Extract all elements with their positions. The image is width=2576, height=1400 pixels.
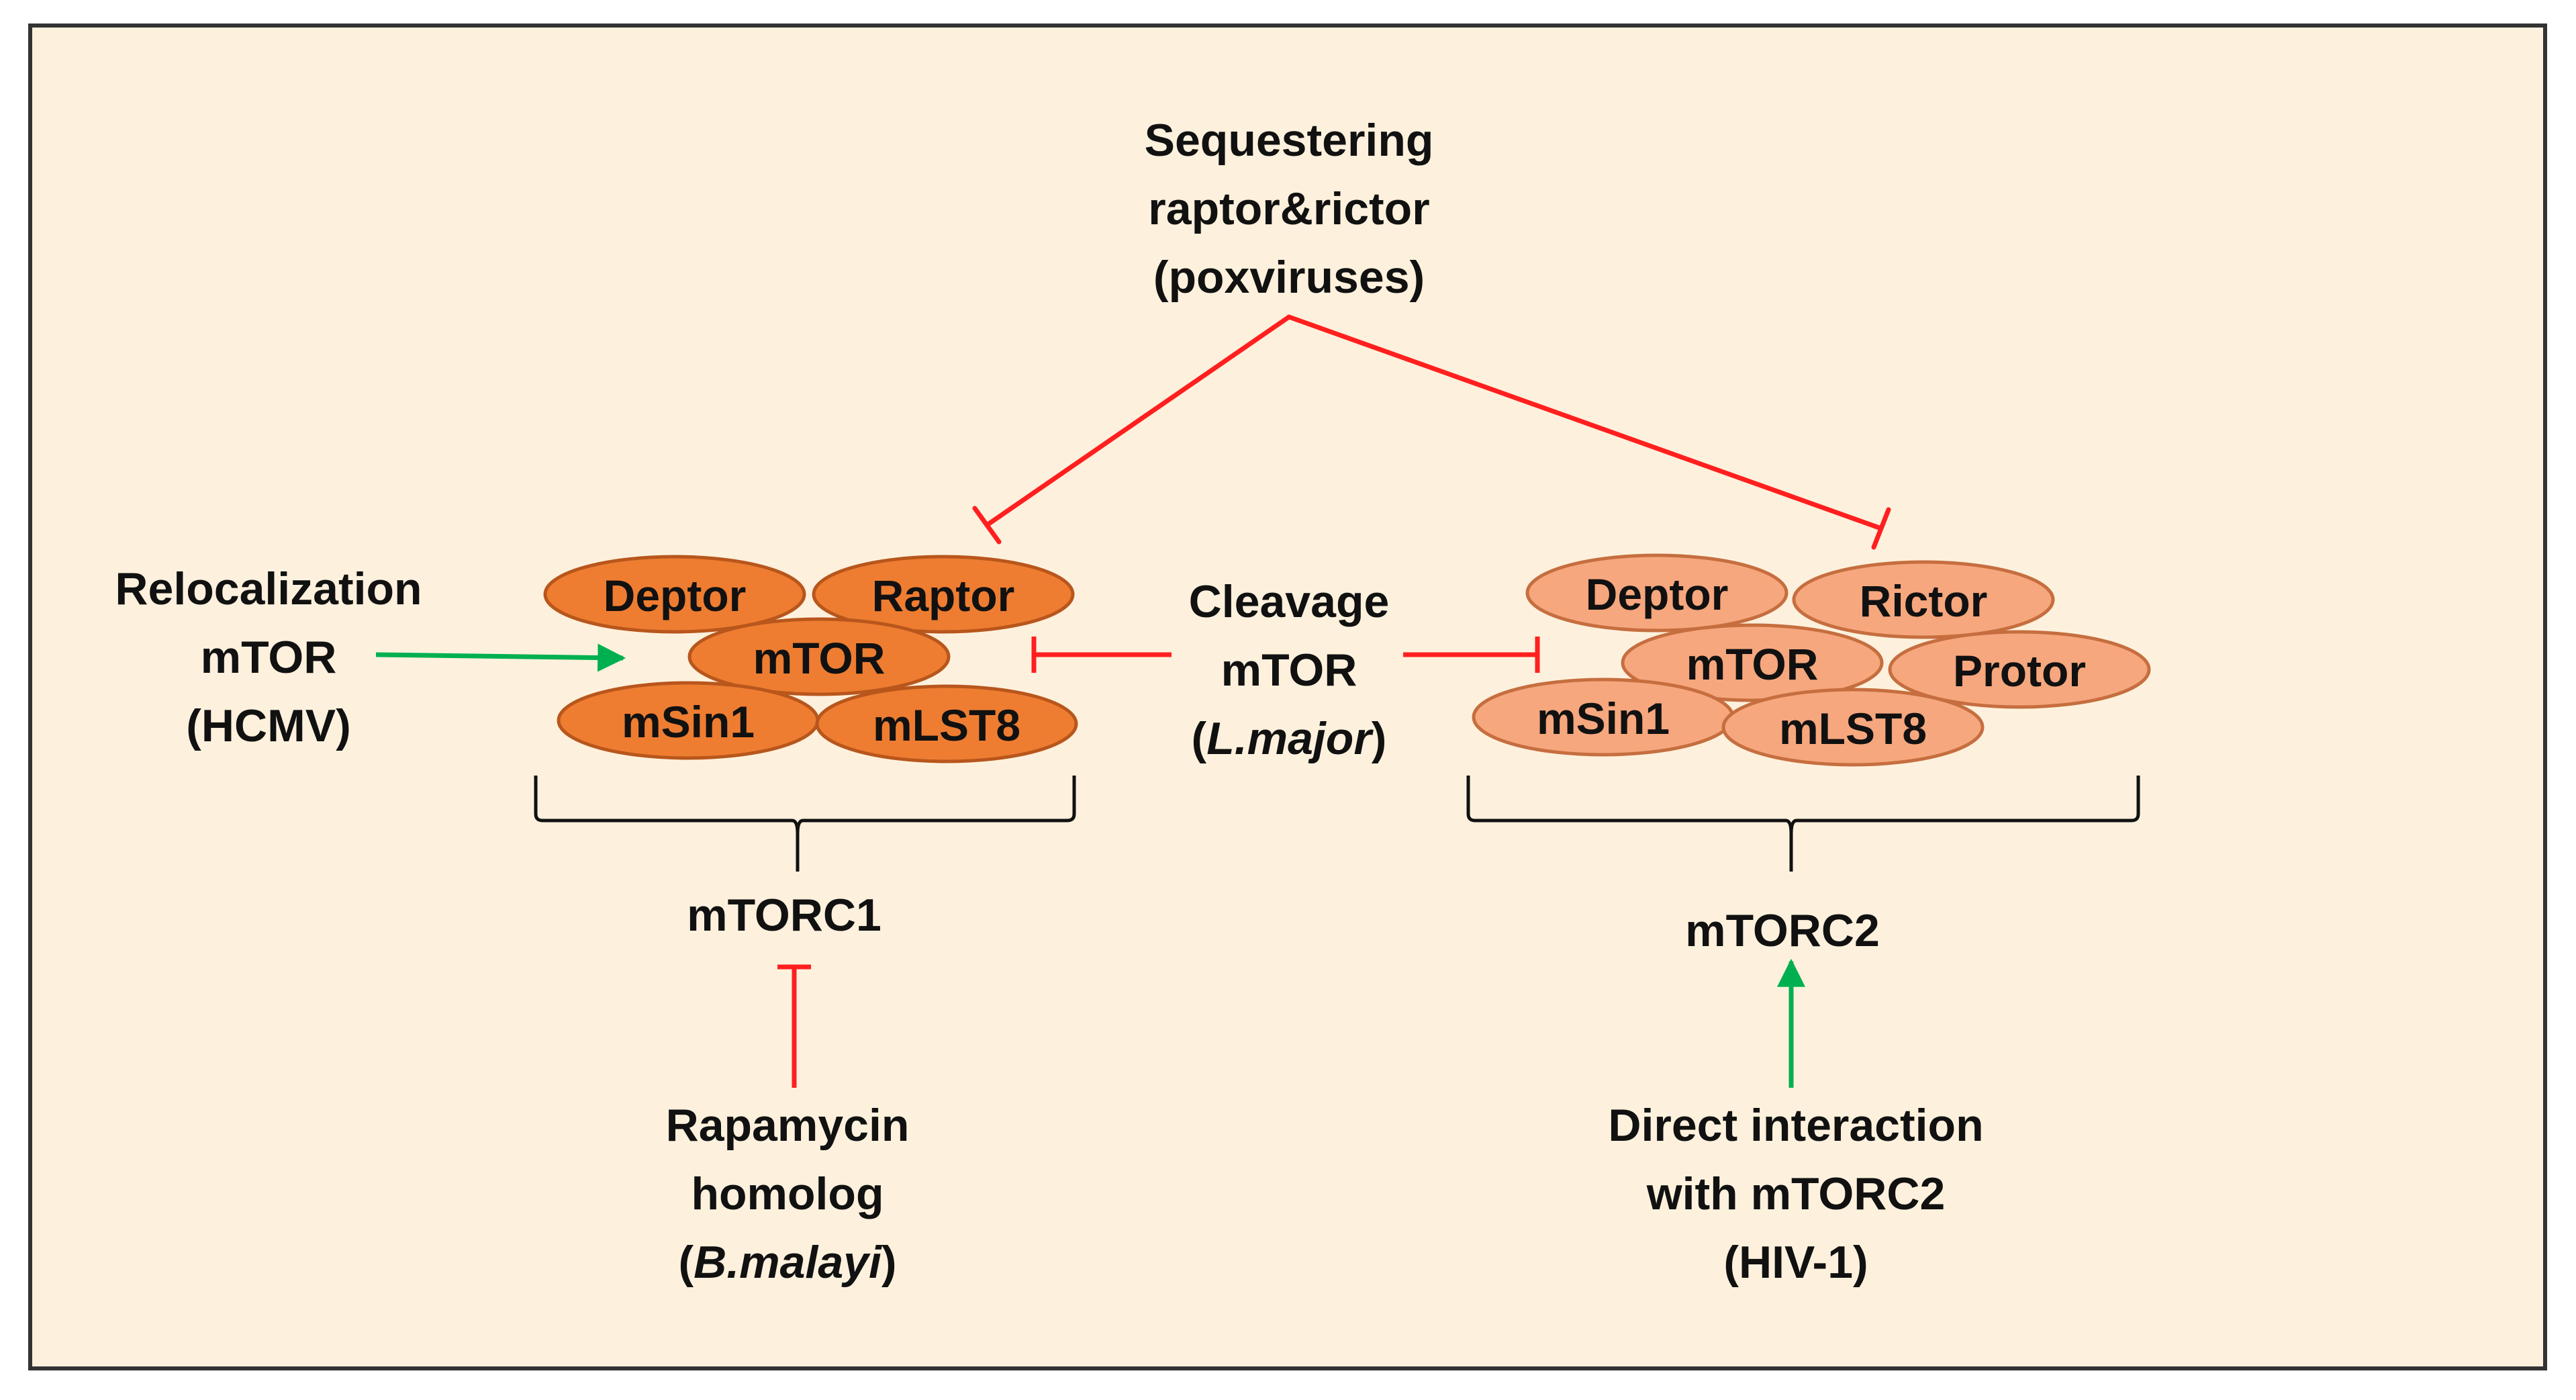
cleavage-paren-close: ) [1371,713,1387,764]
mtorc2-mlst8-label: mLST8 [1778,704,1927,753]
rictor-t-bar-icon [1871,507,1891,550]
rapamycin-line3: (B.malayi) [586,1228,989,1297]
cleavage-line2: mTOR [1221,645,1357,696]
relocalization-label: Relocalization mTOR (HCMV) [67,555,470,760]
direct-line1: Direct interaction [1608,1100,1984,1151]
mtorc2-mtor-ellipse [1621,623,1884,702]
cleavage-label: Cleavage mTOR (L.major) [1121,567,1457,773]
cleavage-line1: Cleavage [1188,576,1390,627]
mtorc1-msin1-label: mSin1 [621,697,755,747]
mtorc1-mtor-ellipse [687,617,951,696]
mtorc2-mtor-label: mTOR [1686,639,1819,689]
relocalization-line1: Relocalization [115,563,422,614]
sequestering-line1: Sequestering [1144,115,1434,166]
mtorc2-deptor-label: Deptor [1585,569,1729,619]
mtorc1-brace [534,776,1076,872]
mtorc2-rictor-label: Rictor [1859,576,1988,626]
mtorc1-complex [543,555,1078,763]
mtorc2-protor-label: Protor [1953,646,2086,696]
mtorc2-brace [1466,776,2140,872]
cleavage-line3: (L.major) [1121,704,1457,773]
relocalization-line3: (HCMV) [186,700,351,751]
mtorc2-msin1-label: mSin1 [1536,694,1670,743]
mtorc1-raptor-ellipse [812,555,1075,634]
sequestering-inhibition [972,314,1891,550]
rapamycin-paren-open: ( [678,1237,694,1288]
rapamycin-inhibition [777,964,811,1088]
diagram-frame [28,24,2547,1370]
rapamycin-label: Rapamycin homolog (B.malayi) [586,1091,989,1297]
mtorc2-complex [1472,553,2151,767]
sequestering-line3: (poxviruses) [1153,252,1425,303]
cleavage-inhibition [1031,637,1540,673]
rapamycin-line1: Rapamycin [665,1100,910,1151]
direct-interaction-label: Direct interaction with mTORC2 (HIV-1) [1527,1091,2064,1297]
sequestering-label: Sequestering raptor&rictor (poxviruses) [1088,106,1490,312]
rapamycin-paren-close: ) [881,1237,897,1288]
mtorc2-protor-ellipse [1888,630,2151,709]
relocalization-line2: mTOR [200,632,337,683]
relocalization-activation-arrow [375,643,626,672]
mtorc1-mlst8-ellipse [815,684,1078,763]
sequestering-to-rictor-line [1286,314,1884,531]
cleavage-species: L.major [1206,713,1372,764]
rapamycin-line2: homolog [691,1168,884,1219]
mtorc1-mlst8-label: mLST8 [872,700,1021,750]
mtorc2-mlst8-ellipse [1721,688,1985,767]
rapamycin-species: B.malayi [694,1237,881,1288]
mtorc1-deptor-label: Deptor [603,571,747,620]
mtorc1-raptor-label: Raptor [871,571,1015,620]
sequestering-line2: raptor&rictor [1148,183,1430,234]
cleavage-paren-open: ( [1191,713,1207,764]
mtorc1-mtor-label: mTOR [753,633,886,683]
mtorc1-label: mTORC1 [687,890,881,941]
mtorc1-deptor-ellipse [543,555,806,634]
raptor-t-bar-icon [972,506,1002,545]
mtorc2-deptor-ellipse [1525,553,1788,633]
direct-line2: with mTORC2 [1646,1168,1946,1219]
sequestering-to-raptor-line [984,314,1292,528]
mtorc2-rictor-ellipse [1792,560,2055,639]
mtorc2-label: mTORC2 [1685,905,1880,956]
direct-line3: (HIV-1) [1723,1237,1868,1288]
